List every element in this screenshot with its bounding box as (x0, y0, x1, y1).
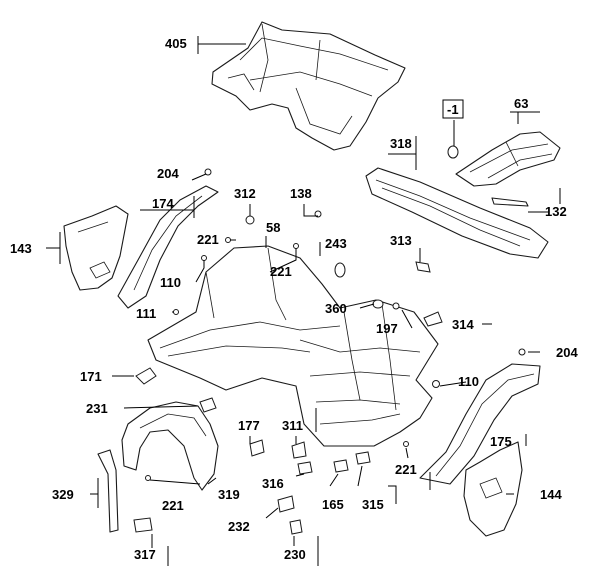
callout-243: 243 (325, 236, 347, 251)
callout-58: 58 (266, 220, 280, 235)
part-230-clip (289, 519, 303, 535)
part-165-bracket (333, 459, 349, 473)
callout-230: 230 (284, 547, 306, 562)
part-204-clip-top (204, 168, 212, 176)
part-144-side-panel (463, 441, 523, 537)
part-171-bracket (135, 367, 157, 385)
part-232-bracket (277, 495, 295, 513)
part-1-nut (447, 145, 459, 159)
callout-204-right: 204 (556, 345, 578, 360)
callout-312: 312 (234, 186, 256, 201)
part-231-bracket (199, 397, 217, 413)
callout-138: 138 (290, 186, 312, 201)
callout-165: 165 (322, 497, 344, 512)
callout-110-b: 110 (458, 374, 479, 389)
callout-177: 177 (238, 418, 260, 433)
part-132-strip (491, 197, 529, 207)
callout-132: 132 (545, 204, 567, 219)
callout-360: 360 (325, 301, 347, 316)
part-197-clip (392, 302, 400, 310)
part-175-rear-rail (419, 363, 541, 485)
leader-lines (46, 36, 561, 566)
callout-1: -1 (447, 102, 459, 117)
part-405-rear-floor (211, 21, 406, 151)
part-315-bracket (355, 451, 371, 465)
callout-317: 317 (134, 547, 156, 562)
part-329-tube (97, 449, 119, 533)
callout-232: 232 (228, 519, 250, 534)
callout-221-a: 221 (197, 232, 219, 247)
callout-171: 171 (80, 369, 102, 384)
part-360-clip (372, 299, 384, 309)
callout-314: 314 (452, 317, 474, 332)
callout-204-top: 204 (157, 166, 179, 181)
part-243-clip (334, 262, 346, 278)
callout-315: 315 (362, 497, 384, 512)
callout-143: 143 (10, 241, 32, 256)
callout-144: 144 (540, 487, 562, 502)
part-204-clip-right (518, 348, 526, 356)
part-111-clip (173, 309, 179, 315)
part-316-bracket (297, 461, 313, 475)
callout-labels: 405 63 -1 318 132 204 174 312 138 143 22… (10, 36, 578, 562)
callout-174: 174 (152, 196, 174, 211)
part-110-clips (201, 255, 440, 388)
callout-318: 318 (390, 136, 412, 151)
part-311-bracket (291, 441, 307, 459)
part-312-clip (245, 215, 255, 225)
callout-319: 319 (218, 487, 240, 502)
callout-197: 197 (376, 321, 398, 336)
callout-231: 231 (86, 401, 108, 416)
callout-1-box (442, 99, 464, 119)
part-63-bracket (455, 131, 561, 187)
part-58-main-floor (147, 245, 439, 447)
part-174-rail (117, 185, 219, 309)
callout-221-d: 221 (162, 498, 184, 513)
callout-175: 175 (490, 434, 512, 449)
callout-405: 405 (165, 36, 187, 51)
part-317-bracket (133, 517, 153, 533)
part-177-bracket (249, 439, 265, 457)
part-313-clip (415, 261, 431, 273)
callout-221-c: 221 (395, 462, 417, 477)
callout-313: 313 (390, 233, 412, 248)
callout-110-a: 110 (160, 275, 181, 290)
callout-311: 311 (282, 418, 303, 433)
callout-221-b: 221 (270, 264, 292, 279)
callout-63: 63 (514, 96, 528, 111)
part-314-clip (423, 311, 443, 327)
part-143-side-panel (63, 205, 129, 291)
part-318-crossmember (365, 167, 549, 259)
callout-316: 316 (262, 476, 284, 491)
callout-329: 329 (52, 487, 74, 502)
callout-111: 111 (136, 306, 156, 321)
part-319-wheelhouse (121, 401, 219, 491)
